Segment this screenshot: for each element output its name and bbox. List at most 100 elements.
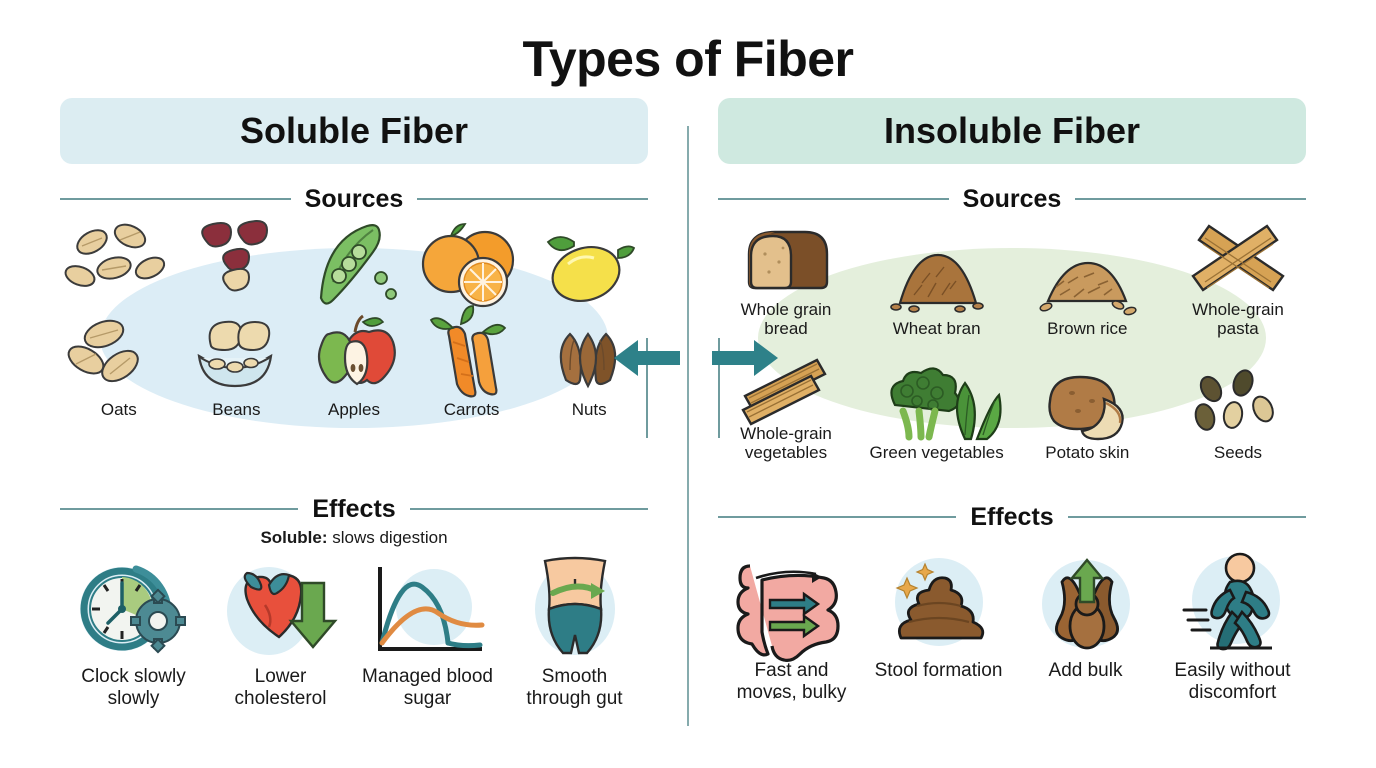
source-label-potato-skin: Potato skin — [1045, 443, 1130, 463]
stool-icon — [894, 558, 984, 646]
effect-label-fast-moves: Fast and movɕs, bulky — [736, 660, 847, 704]
arrow-pointing-right — [712, 338, 780, 378]
effect-label-clock: Clock slowly slowly — [81, 666, 186, 710]
source-potato-skin: Potato skin — [1019, 359, 1155, 462]
source-brown-rice: Brown rice — [1019, 235, 1155, 338]
source-label-bread: Whole grain bread — [740, 300, 832, 339]
rule-left — [60, 508, 299, 510]
right-effects-row: Fast and movɕs, bulky Stool f — [718, 552, 1306, 704]
intestine-icon — [735, 564, 840, 662]
soluble-panel-title: Soluble Fiber — [239, 110, 469, 151]
left-effects-title: Effects — [312, 494, 396, 523]
rule-right — [409, 508, 648, 510]
rule-right — [417, 198, 649, 200]
source-nuts: Nuts — [531, 300, 647, 419]
left-sources-title: Sources — [304, 184, 404, 213]
source-art-beans-top — [178, 216, 294, 312]
right-sources-area: Whole grain bread — [718, 216, 1306, 474]
right-effects-title: Effects — [970, 502, 1054, 531]
effect-label-cholesterol: Lower cholesterol — [234, 666, 327, 710]
walking-person-icon — [1182, 552, 1280, 651]
broccoli-spinach-icon — [889, 367, 1002, 441]
source-whole-grain-pasta: Whole-grain pasta — [1170, 216, 1306, 338]
source-seeds: Seeds — [1170, 359, 1306, 462]
rule-left — [718, 198, 949, 200]
effect-label-easily: Easily without discomfort — [1174, 660, 1291, 704]
source-carrots: Carrots — [414, 300, 530, 419]
insoluble-panel-title: Insoluble Fiber — [883, 110, 1141, 151]
bread-loaf-icon — [747, 230, 829, 290]
soluble-panel-header: Soluble Fiber — [60, 98, 648, 164]
rule-right — [1067, 516, 1306, 518]
wheat-bran-icon — [889, 253, 984, 313]
source-whole-grain-vegetables: Whole-grain vegetables — [718, 340, 854, 462]
source-oats: Oats — [61, 300, 177, 419]
effect-label-add-bulk: Add bulk — [1048, 660, 1123, 681]
pasta-icon — [741, 358, 827, 426]
center-divider — [687, 126, 689, 726]
source-green-vegetables: Green vegetables — [869, 359, 1005, 462]
source-label-green-vegetables: Green vegetables — [869, 443, 1004, 463]
potato-icon — [1048, 375, 1125, 441]
source-label-brown-rice: Brown rice — [1047, 319, 1128, 339]
source-label-apples: Apples — [327, 400, 380, 419]
source-label-nuts: Nuts — [571, 400, 607, 419]
source-beans: Beans — [178, 300, 294, 419]
right-sources-connector — [718, 338, 720, 438]
rule-left — [60, 198, 291, 200]
left-sources-connector — [646, 338, 648, 438]
insoluble-panel-header: Insoluble Fiber — [718, 98, 1306, 164]
effect-label-gut: Smooth through gut — [526, 666, 623, 710]
right-effects-heading: Effects — [718, 502, 1306, 531]
source-label-beans: Beans — [212, 400, 261, 419]
effect-stool-formation: Stool formation — [873, 552, 1005, 704]
source-label-pasta: Whole-grain pasta — [1192, 300, 1284, 339]
soluble-fiber-panel: Soluble Fiber Sources — [60, 98, 649, 710]
effects-subtitle-bold: Soluble: — [260, 528, 328, 547]
clock-gear-icon — [79, 565, 186, 654]
insoluble-fiber-panel: Insoluble Fiber Sources — [718, 98, 1307, 710]
seeds-icon — [1194, 369, 1274, 431]
arrow-pointing-left — [612, 338, 680, 378]
left-effects-heading: Effects — [60, 494, 648, 523]
source-label-carrots: Carrots — [443, 400, 500, 419]
source-label-oats: Oats — [100, 400, 137, 419]
effects-subtitle-rest: slows digestion — [327, 528, 448, 547]
effect-fast-and-moves: Fast and movɕs, bulky — [726, 552, 858, 704]
effect-label-stool: Stool formation — [874, 660, 1003, 681]
right-sources-row-2: Whole-grain vegetables — [718, 340, 1306, 462]
right-sources-row-1: Whole grain bread — [718, 216, 1306, 338]
source-label-wg-vegetables: Whole-grain vegetables — [740, 424, 832, 463]
blood-sugar-chart-icon — [377, 567, 484, 651]
effect-add-bulk: Add bulk — [1020, 552, 1152, 704]
effect-managed-blood-sugar: Managed blood sugar — [362, 558, 494, 710]
effect-easily-without-discomfort: Easily without discomfort — [1167, 552, 1299, 704]
heart-down-arrow-icon — [226, 567, 338, 655]
effect-label-blood-sugar: Managed blood sugar — [362, 666, 493, 710]
left-sources-heading: Sources — [60, 184, 649, 213]
source-art-lemon — [531, 216, 647, 312]
pasta-icon — [1191, 224, 1285, 292]
source-art-oats-top — [61, 216, 177, 312]
left-effects-subtitle: Soluble: slows digestion — [60, 528, 648, 548]
left-effects-row: Clock slowly slowly Lower chole — [60, 556, 648, 710]
insoluble-blob-background — [758, 248, 1266, 428]
source-label-wheat-bran: Wheat bran — [892, 319, 981, 339]
right-sources-title: Sources — [962, 184, 1062, 213]
source-wheat-bran: Wheat bran — [869, 235, 1005, 338]
effect-smooth-through-gut: Smooth through gut — [509, 556, 641, 710]
source-apples: Apples — [296, 300, 412, 419]
source-art-oranges — [414, 216, 530, 312]
bulk-up-arrow-icon — [1041, 558, 1130, 650]
torso-gut-icon — [534, 556, 615, 655]
rule-left — [718, 516, 957, 518]
right-sources-heading: Sources — [718, 184, 1307, 213]
source-art-peapod — [296, 216, 412, 312]
page-title: Types of Fiber — [522, 31, 854, 87]
source-whole-grain-bread: Whole grain bread — [718, 216, 854, 338]
rule-right — [1075, 198, 1307, 200]
effect-clock-slowly: Clock slowly slowly — [68, 558, 200, 710]
effect-lower-cholesterol: Lower cholesterol — [215, 558, 347, 710]
brown-rice-icon — [1039, 261, 1137, 316]
left-sources-area: Oats — [60, 216, 648, 474]
